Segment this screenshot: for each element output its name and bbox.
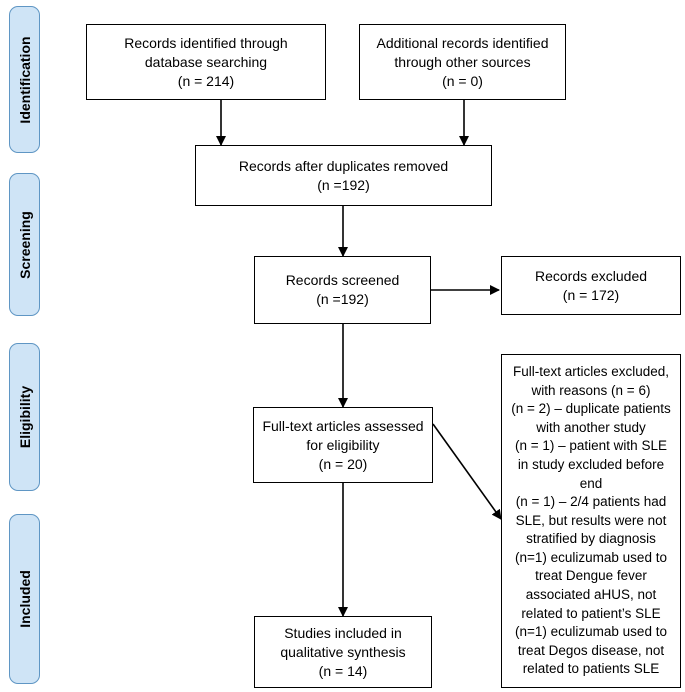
- box-records-screened-text: Records screened (n =192): [285, 272, 400, 307]
- box-studies-included-text: Studies included in qualitative synthesi…: [280, 624, 406, 679]
- box-records-screened: Records screened (n =192): [254, 256, 431, 324]
- box-records-excluded: Records excluded (n = 172): [501, 256, 681, 315]
- phase-eligibility: Eligibility: [9, 343, 40, 491]
- box-records-other-sources: Additional records identified through ot…: [359, 24, 566, 100]
- phase-screening: Screening: [9, 173, 40, 316]
- box-records-excluded-text: Records excluded (n = 172): [534, 267, 648, 303]
- box-records-database: Records identified through database sear…: [86, 24, 326, 100]
- box-fulltext-assessed: Full-text articles assessed for eligibil…: [253, 407, 433, 483]
- box-fulltext-assessed-text: Full-text articles assessed for eligibil…: [262, 417, 424, 472]
- phase-identification: Identification: [9, 6, 40, 153]
- box-fulltext-excluded-text: Full-text articles excluded, with reason…: [511, 363, 671, 677]
- phase-included: Included: [9, 514, 40, 684]
- box-records-database-text: Records identified through database sear…: [124, 34, 288, 89]
- box-duplicates-removed-text: Records after duplicates removed (n =192…: [238, 157, 449, 193]
- box-fulltext-excluded: Full-text articles excluded, with reason…: [501, 354, 681, 688]
- box-records-other-sources-text: Additional records identified through ot…: [376, 34, 549, 89]
- box-studies-included: Studies included in qualitative synthesi…: [254, 616, 432, 688]
- arrow-fulltext-to-excluded-fulltext: [432, 423, 502, 520]
- box-duplicates-removed: Records after duplicates removed (n =192…: [195, 145, 492, 206]
